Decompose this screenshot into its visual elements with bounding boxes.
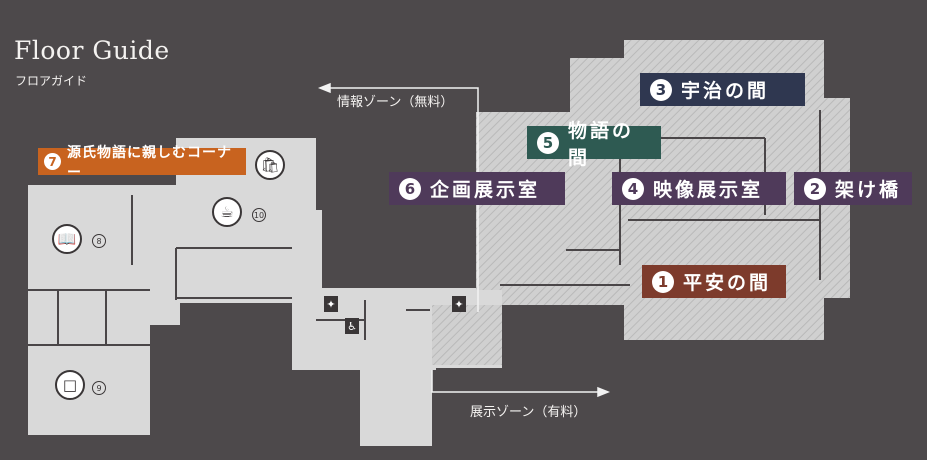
room-label-3: 宇治の間: [681, 80, 770, 102]
room-4-video[interactable]: 4 映像展示室: [612, 172, 786, 205]
accessible-restroom-icon: ♿: [345, 318, 359, 334]
room-number-5: 5: [537, 131, 559, 154]
facility-number-10: 10: [252, 208, 266, 222]
room-number-4: 4: [622, 177, 644, 200]
shopping-bag-icon[interactable]: 🛍: [255, 150, 285, 180]
exhibit-zone-label: 展示ゾーン（有料）: [470, 405, 587, 420]
room-2-kakehashi[interactable]: 2 架け橋: [794, 172, 912, 205]
sofa-icon[interactable]: □: [55, 370, 85, 400]
info-zone-arrow: [317, 82, 479, 312]
room-number-3: 3: [650, 78, 672, 101]
room-7-genji-corner[interactable]: 7 源氏物語に親しむコーナー: [38, 145, 246, 181]
restroom-icon-left: ✦: [324, 296, 338, 312]
coffee-cup-icon[interactable]: ☕: [212, 197, 242, 227]
page-title: Floor Guide: [14, 36, 170, 65]
facility-number-8: 8: [92, 234, 106, 248]
room-3-uji[interactable]: 3 宇治の間: [640, 73, 805, 106]
room-number-1: 1: [652, 270, 674, 293]
room-5-monogatari[interactable]: 5 物語の間: [527, 120, 661, 169]
room-label-1: 平安の間: [683, 272, 772, 294]
room-label-4: 映像展示室: [653, 179, 764, 201]
book-icon[interactable]: 📖: [52, 224, 82, 254]
exhibit-zone-arrow: [431, 370, 611, 398]
room-1-heian[interactable]: 1 平安の間: [642, 265, 786, 298]
room-label-6: 企画展示室: [430, 179, 541, 201]
free-zone-floor: [28, 138, 502, 446]
room-6-special[interactable]: 6 企画展示室: [389, 172, 565, 205]
room-number-7: 7: [44, 153, 61, 170]
restroom-icon-right: ✦: [452, 296, 466, 312]
info-zone-label: 情報ゾーン（無料）: [337, 95, 454, 110]
page-subtitle: フロアガイド: [15, 74, 88, 88]
room-label-7: 源氏物語に親しむコーナー: [67, 144, 232, 181]
facility-number-9: 9: [92, 381, 106, 395]
room-label-5: 物語の間: [568, 119, 635, 169]
room-label-2: 架け橋: [835, 179, 902, 201]
room-number-6: 6: [399, 177, 421, 200]
room-number-2: 2: [804, 177, 826, 200]
